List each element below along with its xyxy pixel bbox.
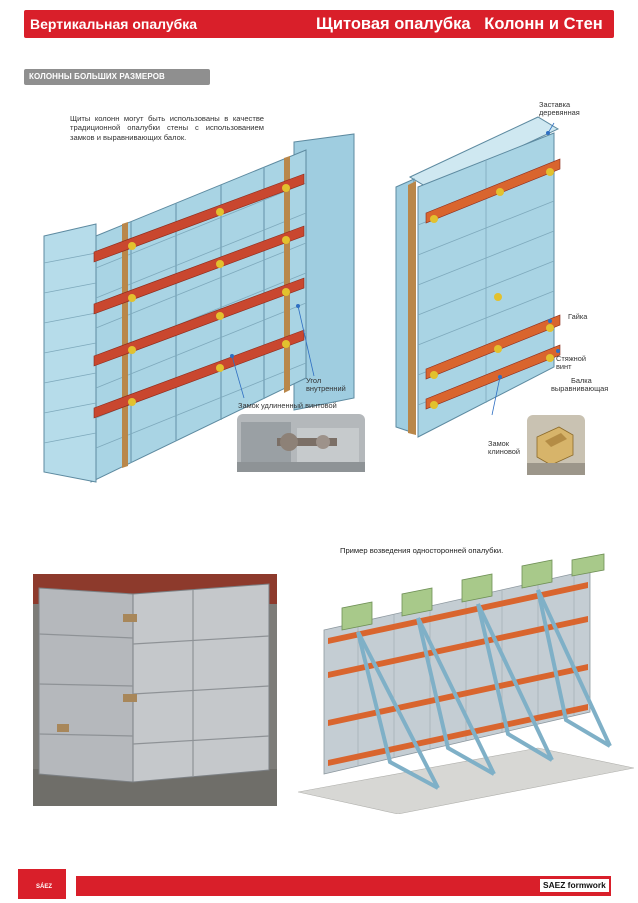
one-sided-formwork-illustration [298, 553, 634, 814]
label-tie-screw-2: винт [556, 362, 572, 371]
label-nut: Гайка [568, 312, 588, 321]
footer-logo [18, 869, 66, 899]
wall-panel-illustration [43, 133, 355, 483]
label-wedge-lock-2: клиновой [488, 447, 521, 456]
header-bar [24, 10, 614, 38]
label-wood-insert-2: деревянная [539, 108, 580, 117]
screw-lock-photo [237, 414, 365, 472]
header-right-title: Щитовая опалубка Колонн и Стен [316, 15, 603, 33]
label-align-beam-1: Балка [571, 376, 592, 385]
footer-brand: SAEZ formwork [540, 879, 609, 892]
description-text: Щиты колонн могут быть использованы в ка… [70, 114, 264, 142]
footer-bar [76, 876, 611, 896]
formwork-photo [33, 574, 277, 806]
example-caption: Пример возведения односторонней опалубки… [340, 546, 504, 555]
label-inner-corner-1: Угол [306, 376, 322, 385]
label-extended-screw-lock: Замок удлиненный винтовой [238, 401, 337, 410]
footer-logo-text: SÁEZ [36, 884, 53, 890]
section-bar [24, 69, 210, 85]
label-tie-screw-1: Стяжной [556, 354, 586, 363]
label-wedge-lock-1: Замок [488, 439, 509, 448]
wedge-lock-photo [527, 415, 585, 475]
label-align-beam-2: выравнивающая [551, 384, 609, 393]
label-wood-insert-1: Заставка [539, 100, 571, 109]
column-panel-illustration [395, 116, 561, 438]
header-left-title: Вертикальная опалубка [30, 16, 198, 32]
section-title: КОЛОННЫ БОЛЬШИХ РАЗМЕРОВ [29, 72, 165, 81]
label-inner-corner-2: внутренний [306, 384, 346, 393]
